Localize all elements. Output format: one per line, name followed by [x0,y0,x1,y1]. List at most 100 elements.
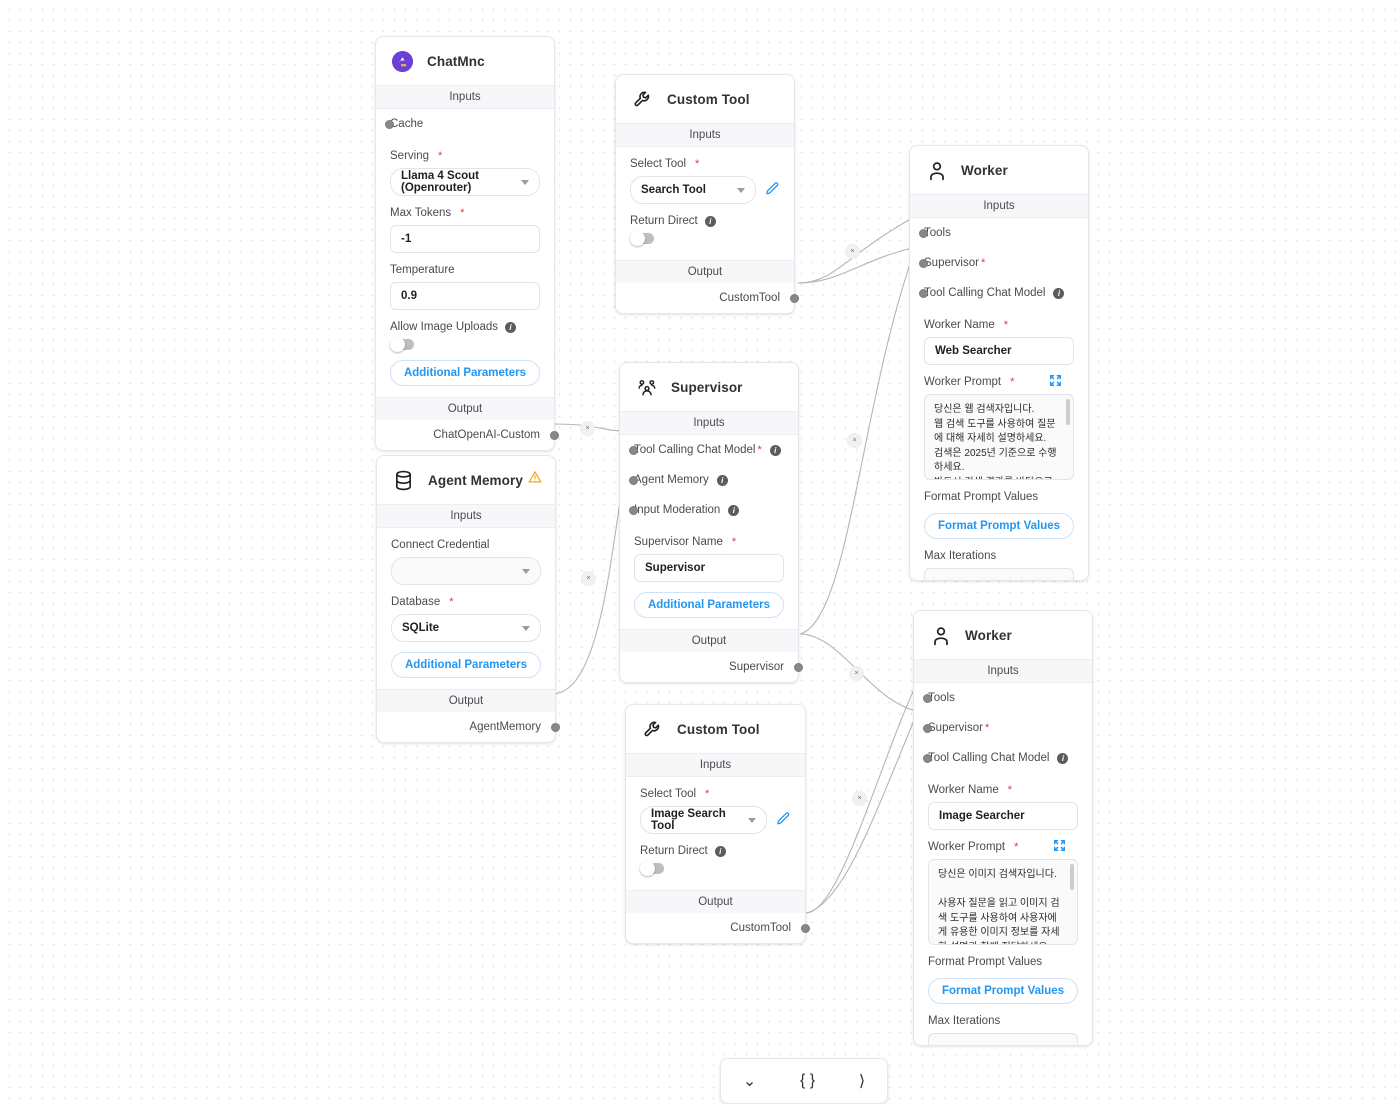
output-dot[interactable] [550,430,559,440]
node-chat-model[interactable]: ChatMnc Inputs Cache Serving* Llama 4 Sc… [375,36,559,451]
anchor-dot[interactable] [919,228,928,238]
format-prompt-values-label: Format Prompt Values [924,491,1039,503]
info-icon[interactable]: i [704,215,716,227]
info-icon[interactable]: i [769,444,781,456]
textarea-scrollbar[interactable] [1066,399,1070,425]
toolbar-icon-2[interactable]: { } [800,1072,816,1089]
output-row[interactable]: AgentMemory [377,712,560,742]
toolbar-icon-3[interactable]: ⟩ [858,1073,866,1090]
anchor-label: Supervisor [924,257,979,269]
inputs-band: Inputs [376,85,554,109]
edge-delete-button[interactable]: × [847,433,862,448]
worker-name-input[interactable]: Web Searcher [924,337,1074,365]
wrench-icon [630,87,655,112]
info-icon[interactable]: i [714,845,726,857]
node-custom-tool-search[interactable]: Custom Tool Inputs Select Tool* Search T… [615,74,799,314]
additional-parameters-button[interactable]: Additional Parameters [390,360,540,386]
textarea-scrollbar[interactable] [1070,864,1074,890]
worker-name-input[interactable]: Image Searcher [928,802,1078,830]
inputs-band: Inputs [377,504,555,528]
anchor-dot[interactable] [385,119,394,129]
select-tool-select[interactable]: Image Search Tool [640,806,767,834]
anchor-tool-calling-chat-model[interactable]: Tool Calling Chat Model i [923,743,1078,773]
output-row[interactable]: CustomTool [616,283,799,313]
node-supervisor[interactable]: Supervisor Inputs Tool Calling Chat Mode… [619,362,803,683]
anchor-label: Tool Calling Chat Model [634,444,756,456]
anchor-dot[interactable] [923,753,932,763]
info-icon[interactable]: i [728,504,740,516]
info-icon[interactable]: i [1053,287,1065,299]
warning-icon[interactable] [528,470,542,489]
anchor-dot[interactable] [629,475,638,485]
info-icon[interactable]: i [716,474,728,486]
info-icon[interactable]: i [1057,752,1069,764]
anchor-supervisor[interactable]: Supervisor * [923,713,1078,743]
output-row[interactable]: ChatOpenAI-Custom [376,420,559,450]
anchor-dot[interactable] [919,258,928,268]
required-mark: * [460,207,465,219]
node-worker-web-searcher[interactable]: Worker Inputs Tools Supervisor * Tool Ca… [909,145,1089,581]
edge-delete-button[interactable]: × [849,666,864,681]
expand-icon[interactable] [1050,375,1061,389]
canvas-toolbar[interactable]: ⌄ { } ⟩ [720,1058,888,1104]
expand-icon[interactable] [1054,840,1065,854]
output-dot[interactable] [801,923,810,933]
output-dot[interactable] [794,662,803,672]
return-direct-toggle[interactable] [640,861,664,876]
anchor-dot[interactable] [919,288,928,298]
edge-delete-button[interactable]: × [852,791,867,806]
node-title: Custom Tool [667,92,750,107]
anchor-tools[interactable]: Tools [923,683,1078,713]
anchor-agent-memory[interactable]: Agent Memory i [629,465,784,495]
output-dot[interactable] [790,293,799,303]
edge-delete-button[interactable]: × [581,571,596,586]
edit-tool-icon[interactable] [765,180,780,200]
select-tool-select[interactable]: Search Tool [630,176,756,204]
format-prompt-values-button[interactable]: Format Prompt Values [928,978,1078,1004]
required-mark: * [1014,841,1019,853]
anchor-supervisor[interactable]: Supervisor * [919,248,1074,278]
anchor-dot[interactable] [923,723,932,733]
temperature-input[interactable]: 0.9 [390,282,540,310]
format-prompt-values-button[interactable]: Format Prompt Values [924,513,1074,539]
anchor-dot[interactable] [923,693,932,703]
supervisor-name-input[interactable]: Supervisor [634,554,784,582]
max-tokens-input[interactable]: -1 [390,225,540,253]
anchor-tool-calling-chat-model[interactable]: Tool Calling Chat Model * i [629,435,784,465]
node-agent-memory[interactable]: Agent Memory Inputs Connect Credential D… [376,455,560,743]
anchor-tool-calling-chat-model[interactable]: Tool Calling Chat Model i [919,278,1074,308]
supervisor-name-label: Supervisor Name* [634,536,737,548]
connect-credential-select[interactable] [391,557,541,585]
max-iterations-label: Max Iterations [924,550,997,562]
worker-prompt-text: 당신은 이미지 검색자입니다. 사용자 질문을 읽고 이미지 검색 도구를 사용… [938,869,1060,944]
edit-tool-icon[interactable] [776,810,791,830]
anchor-cache[interactable]: Cache [385,109,540,139]
edge-delete-button[interactable]: × [580,421,595,436]
database-select[interactable]: SQLite [391,614,541,642]
allow-image-uploads-toggle[interactable] [390,337,414,352]
toolbar-icon-1[interactable]: ⌄ [742,1073,757,1090]
edge-delete-button[interactable]: × [845,244,860,259]
anchor-dot[interactable] [629,505,638,515]
output-dot[interactable] [551,722,560,732]
node-custom-tool-image-search[interactable]: Custom Tool Inputs Select Tool* Image Se… [625,704,810,944]
anchor-input-moderation[interactable]: Input Moderation i [629,495,784,525]
node-worker-image-searcher[interactable]: Worker Inputs Tools Supervisor * Tool Ca… [913,610,1093,1046]
worker-prompt-textarea[interactable]: 당신은 이미지 검색자입니다. 사용자 질문을 읽고 이미지 검색 도구를 사용… [928,859,1078,945]
worker-prompt-textarea[interactable]: 당신은 웹 검색자입니다. 웹 검색 도구를 사용하여 질문에 대해 자세히 설… [924,394,1074,480]
output-row[interactable]: CustomTool [626,913,810,943]
node-header: Supervisor [620,363,798,411]
anchor-tools[interactable]: Tools [919,218,1074,248]
max-iterations-input[interactable] [924,568,1074,580]
worker-prompt-text: 당신은 웹 검색자입니다. 웹 검색 도구를 사용하여 질문에 대해 자세히 설… [934,404,1057,479]
max-iterations-input[interactable] [928,1033,1078,1045]
serving-select[interactable]: Llama 4 Scout (Openrouter) [390,168,540,196]
additional-parameters-button[interactable]: Additional Parameters [634,592,784,618]
return-direct-toggle[interactable] [630,231,654,246]
output-row[interactable]: Supervisor [620,652,803,682]
info-icon[interactable]: i [505,321,517,333]
anchor-dot[interactable] [629,445,638,455]
additional-parameters-button[interactable]: Additional Parameters [391,652,541,678]
node-header: Custom Tool [626,705,805,753]
